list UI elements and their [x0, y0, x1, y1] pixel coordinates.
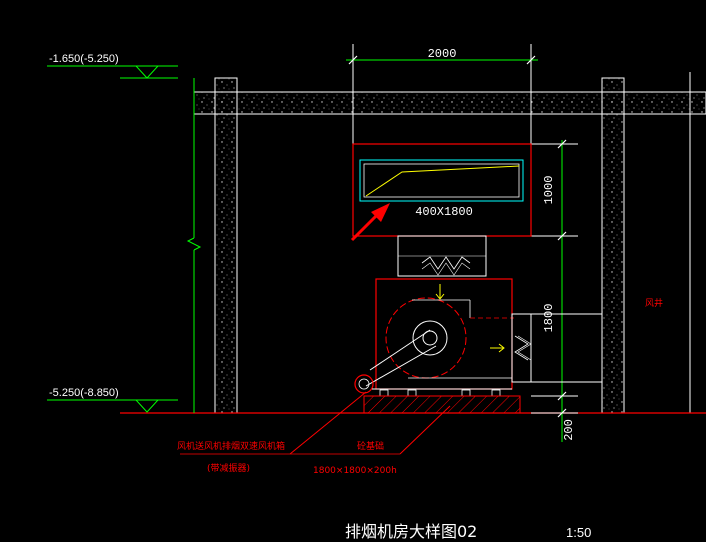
- drawing-title: 排烟机房大样图02: [345, 522, 477, 541]
- duct-box: 400X1800: [352, 143, 532, 237]
- shaft-label: 风井: [645, 297, 663, 309]
- right-column: [601, 77, 625, 414]
- fan-leader: [289, 391, 367, 455]
- fan-note-label: (带减振器): [207, 462, 250, 474]
- pad-leader: [399, 405, 451, 455]
- outlet-flex: [511, 313, 532, 383]
- dim-duct-height: 1000: [542, 176, 556, 205]
- fan-hub: [422, 330, 438, 346]
- right-dimension: 1000 1800 200: [531, 139, 578, 442]
- fan-wheel: [412, 320, 448, 356]
- intake-arrow: [435, 284, 445, 300]
- level-lower-text: -5.250(-8.850): [49, 387, 119, 399]
- level-marker-lower: -5.250(-8.850): [47, 387, 178, 413]
- concrete-pad: [363, 395, 521, 414]
- outlet-arrow: [490, 343, 505, 353]
- pad-name-label: 砼基础: [357, 440, 384, 452]
- fan-housing: [385, 297, 467, 379]
- level-marker-upper: -1.650(-5.250): [47, 53, 178, 79]
- fan-name-label: 风机送风机排烟双速风机箱: [177, 440, 285, 452]
- dim-width-top: 2000: [428, 47, 457, 61]
- left-column: [214, 77, 238, 414]
- duct-size-label: 400X1800: [415, 205, 473, 219]
- dim-base-height: 200: [562, 419, 576, 441]
- damper-line: [365, 165, 520, 197]
- dim-side-opening: 1800: [542, 304, 556, 333]
- structure: [193, 72, 706, 414]
- level-upper-text: -1.650(-5.250): [49, 53, 119, 65]
- pad-size-label: 1800×1800×200h: [313, 466, 397, 476]
- flex-connector: [397, 235, 487, 277]
- drawing-scale: 1:50: [566, 525, 591, 540]
- beam: [193, 91, 706, 115]
- pointer-arrow: [350, 203, 390, 242]
- base: [363, 388, 521, 414]
- fan-box: [354, 278, 514, 394]
- height-dimension: [186, 78, 202, 413]
- top-dimension: 2000: [346, 44, 538, 144]
